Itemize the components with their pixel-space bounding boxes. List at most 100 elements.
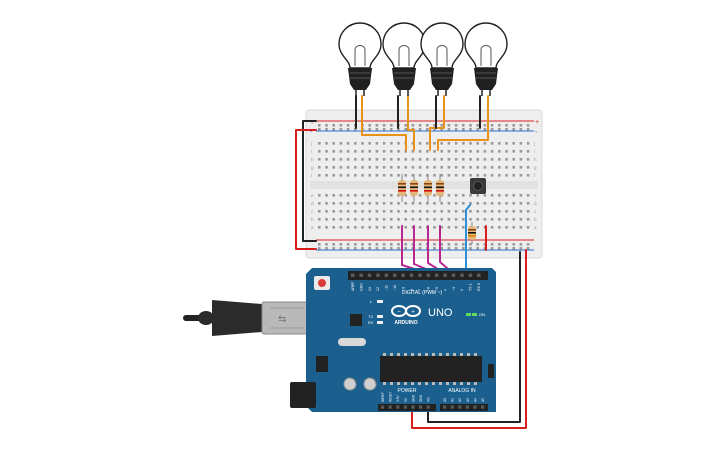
- terminal-hole-upper[interactable]: [325, 166, 328, 169]
- terminal-hole-upper[interactable]: [483, 174, 487, 177]
- terminal-hole-lower[interactable]: [382, 218, 386, 221]
- terminal-hole-upper[interactable]: [433, 174, 436, 177]
- terminal-hole-upper[interactable]: [447, 150, 451, 153]
- terminal-hole-lower[interactable]: [440, 210, 443, 213]
- power-pin[interactable]: [411, 405, 415, 409]
- rail-hole-top[interactable]: [397, 128, 400, 131]
- terminal-hole-upper[interactable]: [368, 150, 371, 153]
- rail-hole-top[interactable]: [469, 128, 472, 131]
- terminal-hole-lower[interactable]: [397, 202, 400, 205]
- terminal-hole-upper[interactable]: [382, 158, 386, 161]
- terminal-hole-upper[interactable]: [375, 158, 379, 161]
- terminal-hole-lower[interactable]: [411, 218, 415, 221]
- terminal-hole-lower[interactable]: [325, 210, 328, 213]
- rail-hole-bottom[interactable]: [526, 247, 530, 250]
- terminal-hole-upper[interactable]: [411, 158, 415, 161]
- terminal-hole-lower[interactable]: [498, 226, 501, 229]
- terminal-hole-upper[interactable]: [339, 158, 343, 161]
- terminal-hole-lower[interactable]: [390, 202, 393, 205]
- terminal-hole-upper[interactable]: [490, 158, 494, 161]
- rail-hole-bottom[interactable]: [397, 243, 400, 246]
- terminal-hole-lower[interactable]: [397, 226, 400, 229]
- terminal-hole-upper[interactable]: [397, 174, 400, 177]
- terminal-hole-upper[interactable]: [404, 166, 407, 169]
- rail-hole-top[interactable]: [447, 124, 451, 127]
- rail-hole-top[interactable]: [325, 124, 328, 127]
- terminal-hole-upper[interactable]: [390, 166, 393, 169]
- rail-hole-top[interactable]: [325, 128, 328, 131]
- terminal-hole-upper[interactable]: [332, 174, 335, 177]
- terminal-hole-upper[interactable]: [526, 150, 530, 153]
- terminal-hole-upper[interactable]: [346, 142, 350, 145]
- rail-hole-top[interactable]: [390, 124, 393, 127]
- terminal-hole-lower[interactable]: [390, 210, 393, 213]
- analog-pin[interactable]: [450, 405, 454, 409]
- terminal-hole-lower[interactable]: [325, 194, 328, 197]
- rail-hole-bottom[interactable]: [346, 243, 350, 246]
- rail-hole-bottom[interactable]: [382, 243, 386, 246]
- bulb-icon[interactable]: [420, 22, 464, 96]
- terminal-hole-upper[interactable]: [346, 166, 350, 169]
- terminal-hole-lower[interactable]: [418, 226, 422, 229]
- terminal-hole-upper[interactable]: [476, 166, 479, 169]
- terminal-hole-upper[interactable]: [440, 142, 443, 145]
- power-pin[interactable]: [419, 405, 423, 409]
- terminal-hole-upper[interactable]: [418, 174, 422, 177]
- rail-hole-bottom[interactable]: [325, 243, 328, 246]
- terminal-hole-upper[interactable]: [318, 142, 321, 145]
- terminal-hole-upper[interactable]: [447, 174, 451, 177]
- terminal-hole-lower[interactable]: [318, 226, 321, 229]
- rail-hole-bottom[interactable]: [418, 243, 422, 246]
- terminal-hole-upper[interactable]: [354, 150, 357, 153]
- rail-hole-bottom[interactable]: [512, 247, 515, 250]
- terminal-hole-upper[interactable]: [404, 158, 407, 161]
- terminal-hole-upper[interactable]: [483, 166, 487, 169]
- terminal-hole-upper[interactable]: [361, 158, 364, 161]
- digital-pin[interactable]: [393, 273, 397, 278]
- terminal-hole-lower[interactable]: [361, 218, 364, 221]
- terminal-hole-upper[interactable]: [519, 158, 523, 161]
- wire-red-left-rail[interactable]: [295, 129, 317, 250]
- rail-hole-top[interactable]: [433, 124, 436, 127]
- rail-hole-top[interactable]: [440, 124, 443, 127]
- rail-hole-bottom[interactable]: [462, 243, 465, 246]
- terminal-hole-upper[interactable]: [476, 158, 479, 161]
- rail-hole-top[interactable]: [354, 128, 357, 131]
- terminal-hole-lower[interactable]: [447, 194, 451, 197]
- terminal-hole-upper[interactable]: [505, 142, 508, 145]
- terminal-hole-lower[interactable]: [418, 210, 422, 213]
- analog-pin[interactable]: [443, 405, 447, 409]
- terminal-hole-upper[interactable]: [354, 142, 357, 145]
- terminal-hole-upper[interactable]: [418, 166, 422, 169]
- rail-hole-top[interactable]: [375, 128, 379, 131]
- terminal-hole-upper[interactable]: [519, 166, 523, 169]
- terminal-hole-upper[interactable]: [498, 166, 501, 169]
- rail-hole-bottom[interactable]: [318, 247, 321, 250]
- terminal-hole-upper[interactable]: [505, 150, 508, 153]
- terminal-hole-lower[interactable]: [368, 202, 371, 205]
- rail-hole-top[interactable]: [512, 128, 515, 131]
- terminal-hole-lower[interactable]: [325, 226, 328, 229]
- terminal-hole-upper[interactable]: [375, 142, 379, 145]
- terminal-hole-lower[interactable]: [433, 202, 436, 205]
- terminal-hole-lower[interactable]: [354, 194, 357, 197]
- terminal-hole-upper[interactable]: [332, 150, 335, 153]
- terminal-hole-lower[interactable]: [404, 194, 407, 197]
- rail-hole-bottom[interactable]: [490, 243, 494, 246]
- terminal-hole-upper[interactable]: [404, 150, 407, 153]
- rail-hole-top[interactable]: [433, 128, 436, 131]
- terminal-hole-upper[interactable]: [440, 174, 443, 177]
- rail-hole-top[interactable]: [426, 128, 429, 131]
- terminal-hole-upper[interactable]: [397, 142, 400, 145]
- terminal-hole-lower[interactable]: [483, 226, 487, 229]
- rail-hole-bottom[interactable]: [469, 243, 472, 246]
- terminal-hole-lower[interactable]: [490, 218, 494, 221]
- rail-hole-top[interactable]: [512, 124, 515, 127]
- terminal-hole-lower[interactable]: [339, 202, 343, 205]
- terminal-hole-upper[interactable]: [433, 158, 436, 161]
- terminal-hole-lower[interactable]: [354, 202, 357, 205]
- terminal-hole-lower[interactable]: [462, 202, 465, 205]
- terminal-hole-upper[interactable]: [462, 142, 465, 145]
